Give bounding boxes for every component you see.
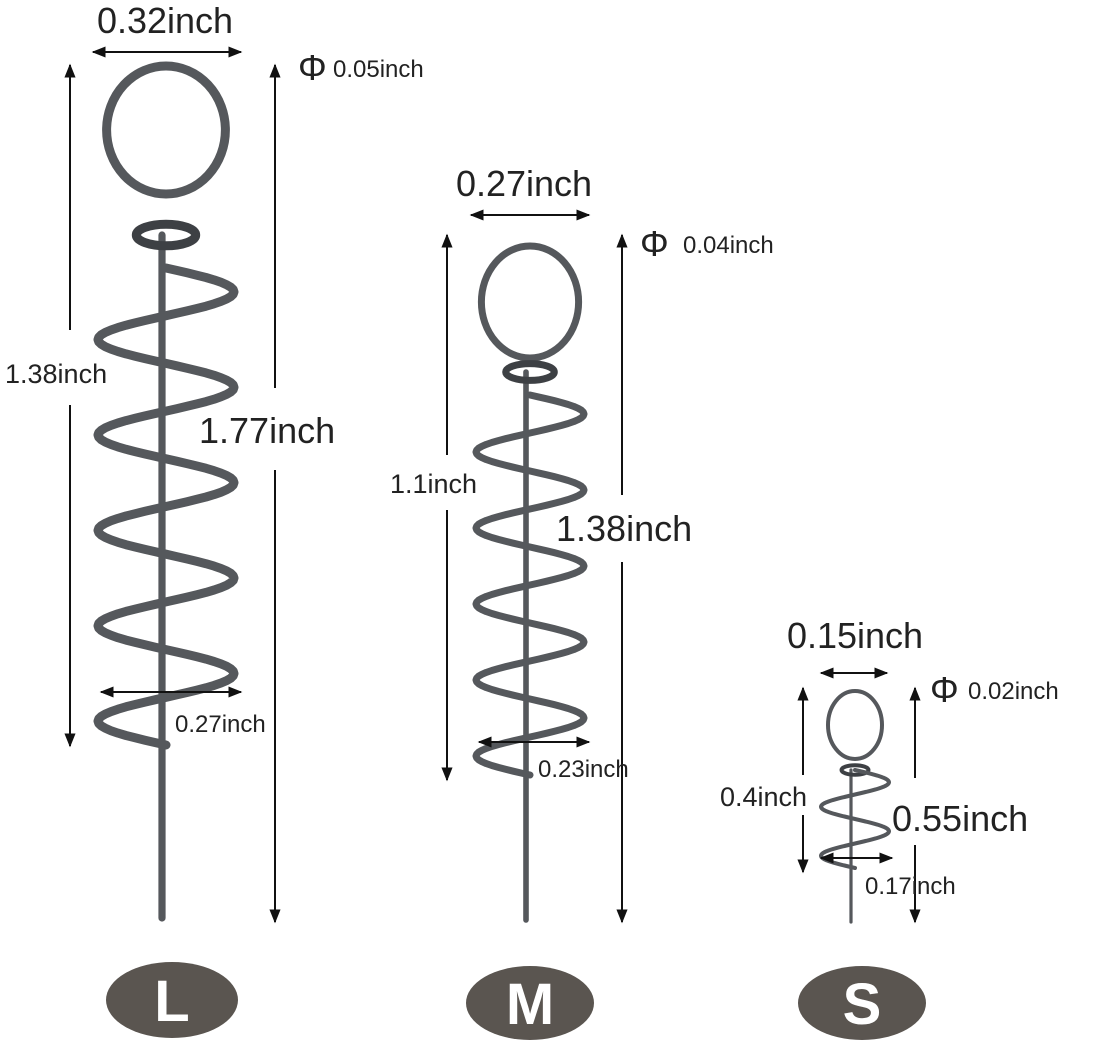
l-spring-eye-loop [102,61,230,199]
l-diameter-symbol: Φ [298,47,327,88]
l-coil-length-label: 1.38inch [5,359,107,389]
m-total-length-label: 1.38inch [556,508,692,549]
size-badge-m [466,966,594,1040]
s-spring-knot [839,763,871,777]
m-eye-width-label: 0.27inch [456,163,592,204]
m-spring-eye-loop [477,242,583,362]
s-coil-length-label: 0.4inch [720,782,807,812]
size-badge-l-text: L [154,969,189,1034]
l-wire-diameter-label: 0.05inch [333,56,424,83]
springs-group [93,61,891,924]
m-spring-coil [472,391,588,779]
s-eye-width-label: 0.15inch [787,615,923,656]
l-spring-coil [93,263,239,750]
size-badge-m-text: M [506,972,554,1037]
s-spring-coil [819,768,891,870]
m-coil-length-label: 1.1inch [390,469,477,499]
l-spring-knot [131,219,201,251]
size-m-dimensions: 0.27inch Φ 0.04inch 1.1inch 1.38inch 0.2… [390,163,774,1040]
m-wire-diameter-label: 0.04inch [683,232,774,259]
size-s-dimensions: 0.15inch Φ 0.02inch 0.4inch 0.55inch 0.1… [720,615,1059,1040]
size-badge-l [106,962,238,1038]
l-total-length-label: 1.77inch [199,410,335,451]
s-spring-eye-loop [826,689,884,761]
s-wire-diameter-label: 0.02inch [968,678,1059,705]
s-total-length-label: 0.55inch [892,798,1028,839]
s-diameter-symbol: Φ [930,669,959,710]
s-coil-width-label: 0.17inch [865,873,956,900]
l-eye-width-label: 0.32inch [97,0,233,41]
m-spring-knot [502,360,558,384]
m-diameter-symbol: Φ [640,223,669,264]
size-l-dimensions: 0.32inch Φ 0.05inch 1.38inch 1.77inch 0.… [5,0,424,1038]
size-badge-s-text: S [843,972,882,1037]
size-badge-s [798,966,926,1040]
m-coil-width-label: 0.23inch [538,756,629,783]
l-coil-width-label: 0.27inch [175,711,266,738]
